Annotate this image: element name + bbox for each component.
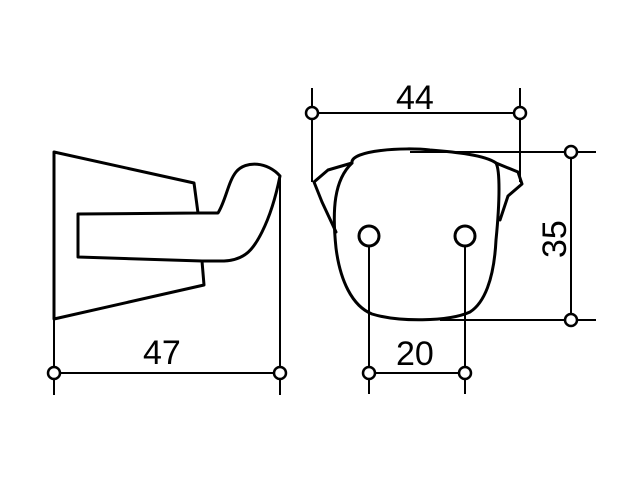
side-view: 47	[46, 150, 288, 395]
side-dim-marker-left	[46, 365, 62, 381]
front-view: 44 35 20	[304, 79, 596, 394]
front-left-lug	[312, 161, 354, 234]
front-width-label: 44	[396, 79, 434, 117]
side-body-outline	[52, 150, 206, 321]
mounting-hole-left	[357, 224, 381, 248]
hole-dim-marker-right	[457, 365, 473, 381]
side-width-label: 47	[143, 334, 181, 372]
top-dim-marker-left	[304, 105, 320, 121]
front-plate-outline	[332, 147, 501, 322]
hook-arm-outline	[196, 162, 282, 263]
front-right-lug	[494, 161, 524, 222]
top-dim-marker-right	[512, 105, 528, 121]
mounting-hole-right	[453, 224, 477, 248]
right-dim-marker-top	[563, 144, 579, 160]
front-height-label: 35	[536, 220, 574, 258]
hole-spacing-label: 20	[396, 335, 434, 373]
right-dim-marker-bottom	[563, 312, 579, 328]
hole-dim-marker-left	[361, 365, 377, 381]
side-dim-marker-right	[272, 365, 288, 381]
